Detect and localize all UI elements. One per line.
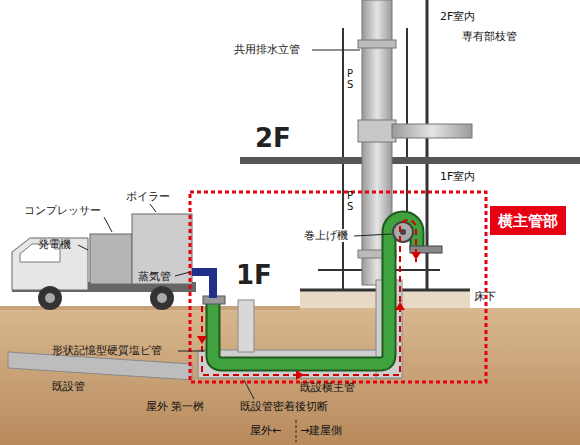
part-label: 蒸気管	[138, 270, 171, 283]
boiler-box	[132, 214, 192, 284]
branch-pipe	[392, 124, 472, 138]
arrowhead	[395, 302, 405, 310]
arrowhead	[296, 370, 304, 380]
part-label: コンプレッサー	[24, 204, 101, 217]
region-tag: 横主管部	[490, 206, 566, 235]
part-label: 既設管密着後切断	[240, 400, 328, 413]
part-label: 屋外 第一桝	[146, 400, 205, 413]
part-label: 既設横主管	[300, 381, 355, 394]
floor-slab	[240, 157, 580, 164]
leader-line	[104, 217, 112, 232]
leader-line	[312, 50, 360, 51]
pvc-liner	[213, 218, 417, 364]
part-label: 発電機	[38, 238, 71, 251]
part-label: 専有部枝管	[462, 30, 517, 43]
arrowhead	[197, 336, 207, 344]
leader-line	[244, 380, 254, 399]
truck-cab	[12, 238, 88, 290]
region-outline	[190, 192, 486, 382]
part-label: 巻上げ機	[302, 229, 350, 242]
ground	[0, 308, 580, 445]
part-label: ボイラー	[126, 190, 170, 203]
region-title: 横主管部	[498, 212, 558, 231]
flow-arrow	[202, 220, 416, 375]
compressor-box	[90, 234, 132, 284]
room-label: 2F室内	[440, 10, 475, 23]
arrowhead	[411, 252, 421, 260]
room-label: 1F室内	[440, 170, 475, 183]
floor-label: 2F	[255, 125, 291, 151]
leader-line	[354, 234, 392, 236]
winch-bracket	[410, 246, 442, 253]
side-label: →建屋側	[300, 424, 342, 437]
area-label: 床下	[474, 290, 496, 303]
wheel	[150, 286, 174, 310]
wheel-hub	[157, 293, 167, 303]
leader-line	[175, 272, 190, 276]
floor-label: 1F	[236, 262, 272, 288]
ps-label: PS	[347, 190, 357, 212]
boundary-mark	[296, 420, 297, 442]
ps-label: PS	[347, 68, 357, 90]
wheel-hub	[45, 293, 55, 303]
part-label: 形状記憶型硬質塩ビ管	[52, 344, 162, 357]
winch	[393, 222, 413, 242]
part-label: 共用排水立管	[234, 43, 300, 56]
pipe-tee	[358, 120, 396, 142]
steam-pipe	[192, 272, 213, 298]
pvc-liner-outline	[213, 218, 417, 364]
part-label: 既設管	[52, 380, 85, 393]
leader-line	[150, 204, 156, 212]
leader-line	[178, 351, 205, 352]
pipe-joint	[358, 40, 396, 48]
manhole-riser	[238, 300, 254, 352]
leader-line	[78, 245, 88, 250]
side-label: 屋外←	[250, 424, 281, 437]
wheel	[38, 286, 62, 310]
